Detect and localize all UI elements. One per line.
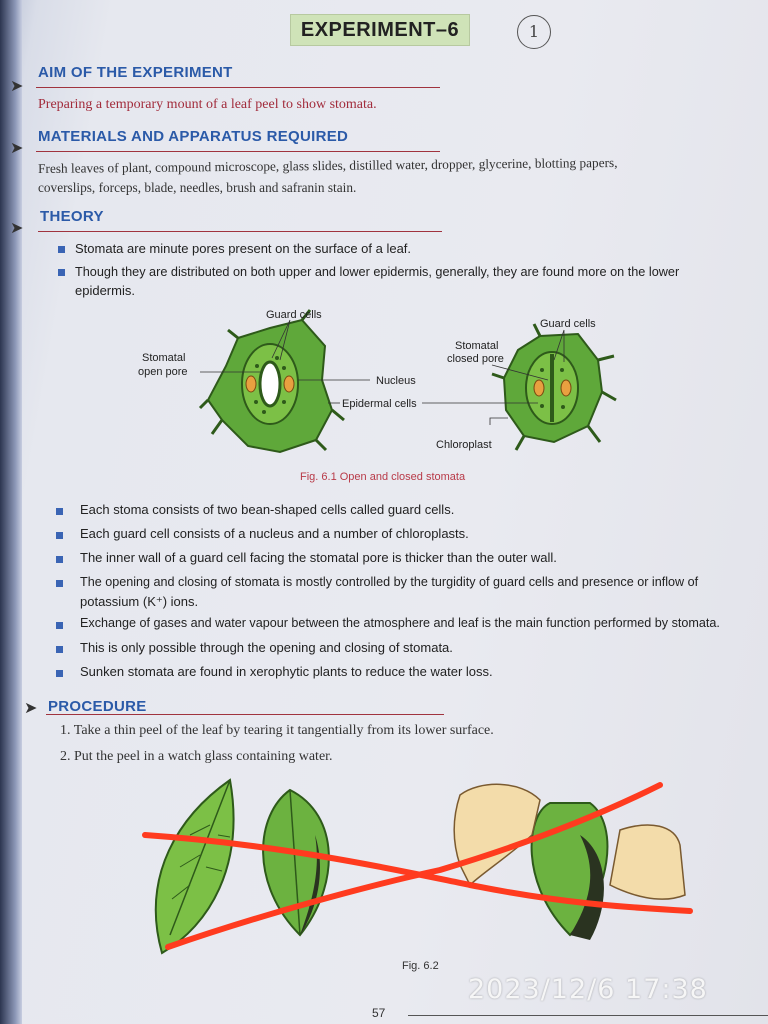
footer-line <box>408 1015 768 1016</box>
red-cross-stroke-1 <box>142 832 693 914</box>
stomata-diagram: Guard cells Guard cells Stomatal open po… <box>138 309 617 454</box>
arrow-icon: ➤ <box>10 140 24 157</box>
page-number: 57 <box>372 1006 386 1020</box>
point-5: Exchange of gases and water vapour betwe… <box>80 616 720 630</box>
label-guard-cells-left: Guard cells <box>266 309 322 321</box>
red-cross-stroke-2 <box>165 782 663 950</box>
closed-stoma <box>491 323 617 451</box>
theory-bullet-2-line-2: epidermis. <box>75 283 135 298</box>
aim-heading: AIM OF THE EXPERIMENT <box>38 64 233 81</box>
leaf-illustration-2 <box>262 788 330 937</box>
book-spine <box>0 0 22 1024</box>
experiment-title: EXPERIMENT–6 <box>290 14 470 46</box>
arrow-icon: ➤ <box>10 220 24 237</box>
materials-line-1: Fresh leaves of plant, compound microsco… <box>38 154 618 176</box>
bullet-square <box>58 269 65 276</box>
point-4-line-1: The opening and closing of stomata is mo… <box>80 575 699 589</box>
procedure-heading: PROCEDURE <box>48 698 147 715</box>
arrow-icon: ➤ <box>10 78 24 95</box>
circled-mark: 1 <box>517 15 551 49</box>
label-closed-pore-2: closed pore <box>447 353 504 365</box>
photo-timestamp: 2023/12/6 17:38 <box>468 974 708 1005</box>
leader-lines <box>200 319 565 425</box>
heading-underline <box>36 87 440 88</box>
bullet-square <box>56 580 63 587</box>
procedure-step-1: 1. Take a thin peel of the leaf by teari… <box>60 723 494 738</box>
point-3: The inner wall of a guard cell facing th… <box>80 550 557 565</box>
label-open-pore-1: Stomatal <box>142 352 185 364</box>
materials-heading: MATERIALS AND APPARATUS REQUIRED <box>38 128 349 145</box>
label-nucleus: Nucleus <box>376 375 416 387</box>
bullet-square <box>56 646 63 653</box>
heading-underline <box>46 714 444 715</box>
hands-peeling-leaf <box>453 783 686 940</box>
label-open-pore-2: open pore <box>138 366 188 378</box>
bullet-square <box>56 670 63 677</box>
open-stoma <box>198 309 345 454</box>
materials-line-2: coverslips, forceps, blade, needles, bru… <box>38 180 357 195</box>
bullet-square <box>56 556 63 563</box>
bullet-square <box>56 508 63 515</box>
point-7: Sunken stomata are found in xerophytic p… <box>80 664 493 679</box>
point-1: Each stoma consists of two bean-shaped c… <box>80 502 455 517</box>
theory-bullet-2-line-1: Though they are distributed on both uppe… <box>75 265 680 279</box>
point-6: This is only possible through the openin… <box>80 640 453 655</box>
bullet-square <box>56 532 63 539</box>
heading-underline <box>38 231 442 232</box>
label-closed-pore-1: Stomatal <box>455 340 498 352</box>
theory-heading: THEORY <box>40 208 104 225</box>
procedure-step-2: 2. Put the peel in a watch glass contain… <box>60 749 333 764</box>
label-chloroplast: Chloroplast <box>436 439 492 451</box>
bullet-square <box>58 246 65 253</box>
label-epidermal-cells: Epidermal cells <box>342 398 417 410</box>
point-4-line-2: potassium (K⁺) ions. <box>80 594 199 609</box>
leaf-peel-figure <box>142 778 693 955</box>
arrow-icon: ➤ <box>24 700 38 717</box>
figure-2-caption: Fig. 6.2 <box>402 960 439 972</box>
heading-underline <box>36 151 440 152</box>
aim-text: Preparing a temporary mount of a leaf pe… <box>38 97 377 112</box>
bullet-square <box>56 622 63 629</box>
leaf-illustration-1 <box>154 778 235 955</box>
point-2: Each guard cell consists of a nucleus an… <box>80 526 469 541</box>
figure-1-caption: Fig. 6.1 Open and closed stomata <box>300 471 466 483</box>
theory-bullet-1: Stomata are minute pores present on the … <box>75 241 412 256</box>
label-guard-cells-right: Guard cells <box>540 318 596 330</box>
